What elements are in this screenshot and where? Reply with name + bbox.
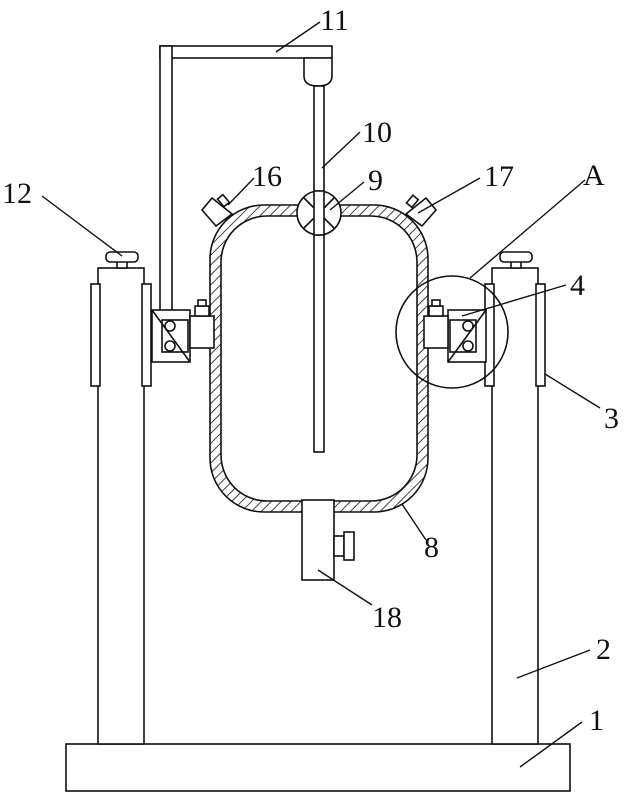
label-3: 3 [604,402,619,435]
stirring-rod [313,85,325,453]
base-plate [65,743,571,792]
label-1: 1 [589,704,604,737]
seal-ring [296,190,342,236]
label-8: 8 [424,531,439,564]
label-18: 18 [372,601,402,634]
overhead-frame [159,45,333,315]
right-bearing-housing [423,299,487,363]
label-12: 12 [2,177,32,210]
leader-lines [41,21,601,768]
label-16: 16 [252,160,282,193]
left-column [90,267,152,745]
label-11: 11 [320,4,349,37]
detail-circle-a [395,275,509,389]
label-10: 10 [362,116,392,149]
label-2: 2 [596,633,611,666]
bottom-outlet [301,499,355,581]
left-bearing-housing [151,299,215,363]
right-column [484,267,546,745]
label-4: 4 [570,269,585,302]
label-a: A [583,159,605,192]
left-nozzle [200,193,234,228]
right-adjust-knob [499,251,533,269]
left-adjust-knob [105,251,139,269]
label-9: 9 [368,164,383,197]
label-17: 17 [484,160,514,193]
